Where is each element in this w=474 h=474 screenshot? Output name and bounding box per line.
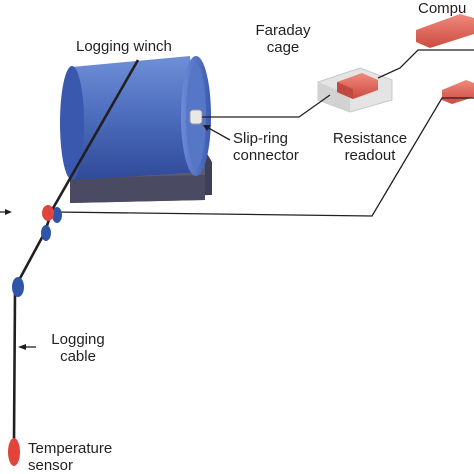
logging-cable-label-line2: cable: [60, 348, 96, 365]
faraday-cage-label: Faraday cage: [242, 22, 324, 56]
logging-cable: [12, 59, 140, 441]
slip-ring-connector: [189, 109, 203, 125]
resistance-label-line2: readout: [344, 147, 396, 164]
computer-label: Compu: [418, 0, 467, 17]
temperature-sensor-label-line1: Temperature: [28, 440, 113, 457]
logging-cable-label: Logging cable: [38, 331, 118, 365]
faraday-cage-label-line2: cage: [266, 39, 300, 56]
resistance-label-line1: Resistance: [332, 130, 408, 147]
logging-winch-label: Logging winch: [76, 38, 172, 55]
temperature-sensor-label: Temperature sensor: [28, 440, 112, 474]
slip-ring-label-line1: Slip-ring: [233, 130, 289, 147]
pulley-middle: [41, 225, 51, 241]
resistance-readout-device: [337, 73, 378, 99]
temperature-sensor: [8, 438, 20, 466]
label-arrowheads: [5, 125, 211, 350]
resistance-readout-label: Resistance readout: [322, 130, 418, 164]
pulley-upper: [42, 205, 62, 223]
computer-device-lower: [442, 80, 474, 104]
slip-ring-connector-label: Slip-ring connector: [233, 130, 299, 164]
faraday-cage-label-line1: Faraday: [255, 22, 311, 39]
winch-drum: [60, 56, 211, 180]
signal-wires: [54, 49, 474, 217]
temperature-sensor-label-line2: sensor: [28, 457, 74, 474]
pulley-lower: [12, 277, 24, 297]
logging-cable-label-line1: Logging: [51, 331, 105, 348]
slip-ring-label-line2: connector: [233, 147, 299, 164]
computer-device-upper: [416, 14, 474, 48]
